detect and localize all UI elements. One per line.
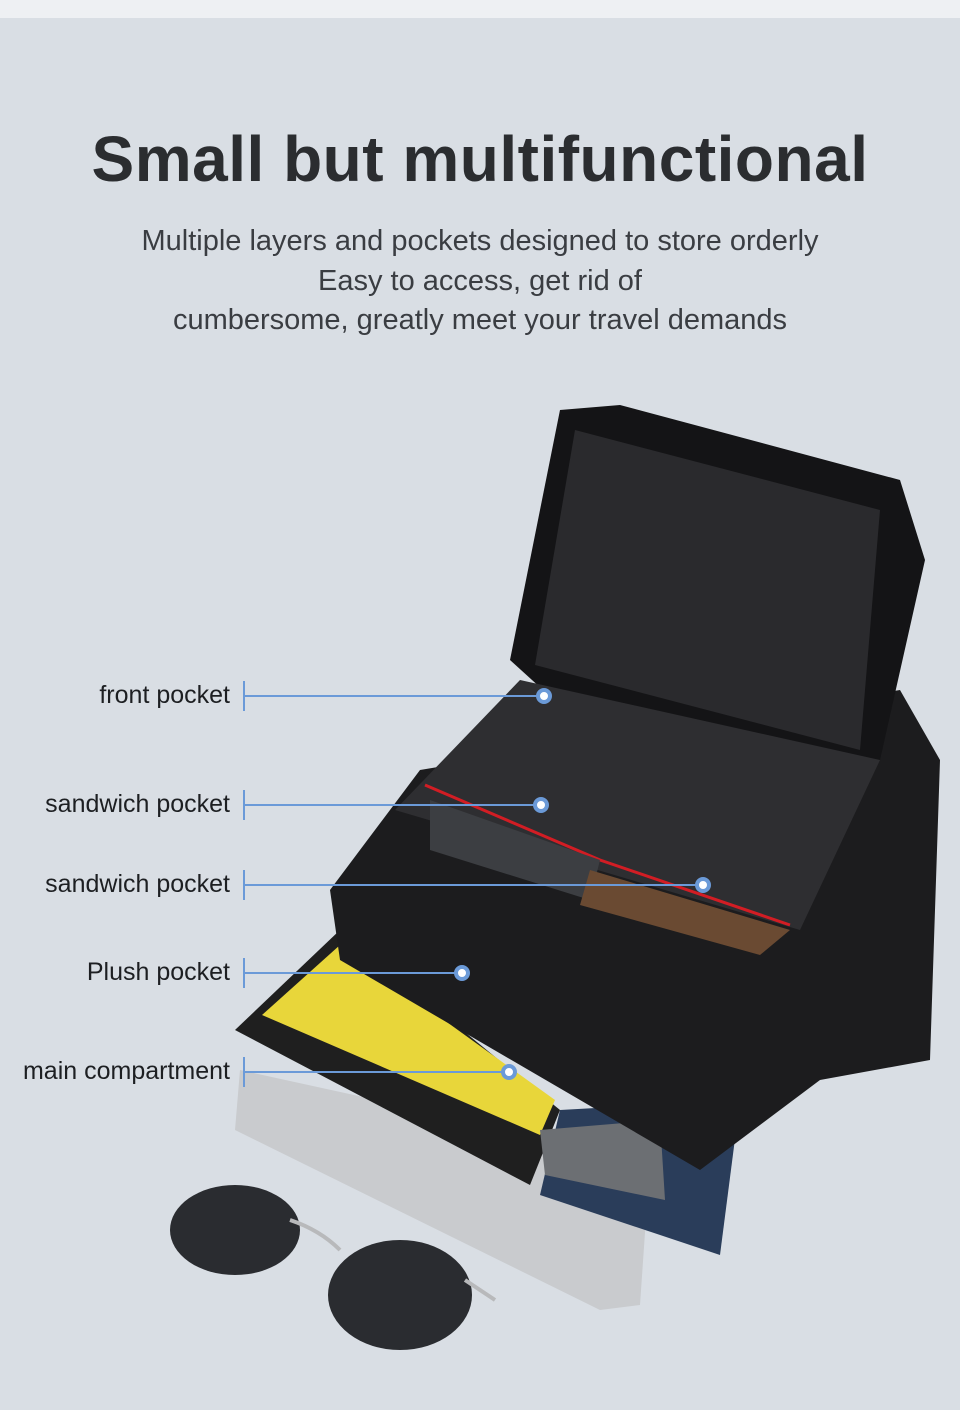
callout-dot — [533, 797, 549, 813]
callout-tick — [243, 790, 245, 820]
shaver — [540, 1120, 665, 1200]
subtitle: Multiple layers and pockets designed to … — [0, 222, 960, 341]
callout-label: main compartment — [22, 1057, 230, 1085]
sunglasses — [170, 1185, 497, 1350]
callout-label: front pocket — [99, 681, 230, 709]
callout-dot — [501, 1064, 517, 1080]
subtitle-line: Multiple layers and pockets designed to … — [141, 225, 819, 257]
subtitle-line: Easy to access, get rid of — [318, 264, 642, 297]
callout-dot — [695, 877, 711, 893]
callout-tick — [243, 958, 245, 988]
power-bank — [430, 800, 600, 900]
callout-tick — [243, 681, 245, 711]
tablet — [235, 1070, 650, 1310]
callout-line — [245, 972, 462, 974]
wallet — [580, 870, 790, 955]
callout-dot — [454, 965, 470, 981]
callout-tick — [243, 870, 245, 900]
callout-line — [245, 804, 541, 806]
callout-tick — [243, 1057, 245, 1087]
callout-label: sandwich pocket — [45, 870, 230, 898]
callout-label: sandwich pocket — [45, 790, 230, 818]
page-title: Small but multifunctional — [91, 123, 869, 195]
bag-interior — [395, 680, 880, 930]
top-strip — [0, 0, 960, 18]
callout-dot — [536, 688, 552, 704]
callout-line — [245, 884, 703, 886]
callout-label: Plush pocket — [86, 958, 230, 986]
callout-line — [245, 1071, 509, 1073]
callout-line — [245, 695, 544, 697]
magazine — [262, 945, 555, 1135]
subtitle-line: cumbersome, greatly meet your travel dem… — [172, 304, 788, 336]
lid-lining — [535, 430, 880, 750]
